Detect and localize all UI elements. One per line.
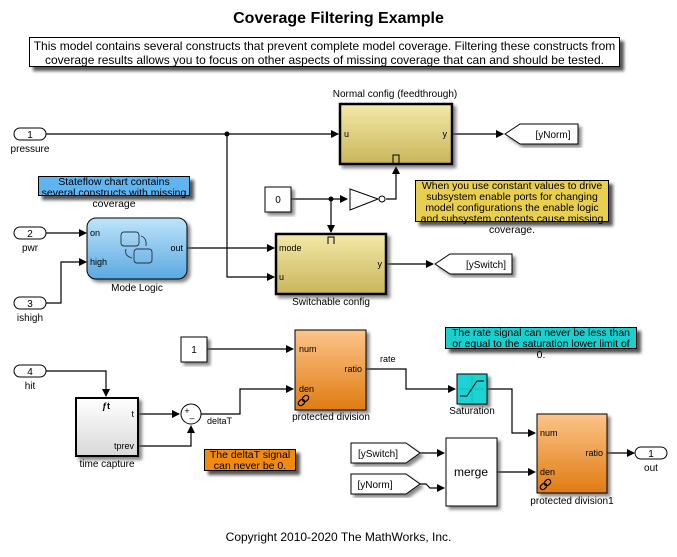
time-capture-block[interactable]: ƒt t tprev time capture: [75, 397, 139, 470]
port-label-num: num: [540, 428, 558, 438]
enable-port-icon: [392, 154, 400, 163]
inport-pressure[interactable]: 1 pressure: [11, 127, 50, 155]
from-tag-label: [ySwitch]: [358, 449, 398, 460]
inport-label: hit: [25, 381, 36, 392]
signal-pressure-to-switchable[interactable]: [226, 134, 275, 281]
library-link-icon: [297, 394, 310, 407]
block-name: protected division: [292, 412, 370, 423]
constant-zero-block[interactable]: 0: [264, 186, 292, 213]
goto-tag-label: [yNorm]: [536, 130, 571, 141]
port-label-tprev: tprev: [114, 441, 135, 451]
port-label-ratio: ratio: [344, 364, 362, 374]
junction-dot: [224, 131, 230, 137]
trigger-port-icon: ƒt: [102, 401, 110, 411]
constant-one-block[interactable]: 1: [180, 336, 208, 363]
diagram-title: Coverage Filtering Example: [233, 10, 444, 27]
signal-not-to-normal-enable[interactable]: [386, 166, 400, 200]
signal-rate[interactable]: [366, 368, 456, 393]
switchable-config-subsystem[interactable]: mode u y Switchable config: [274, 232, 388, 308]
port-label-on: on: [90, 228, 100, 238]
signal-tprev-to-sum[interactable]: [138, 425, 195, 447]
port-label-u: u: [279, 272, 284, 282]
from-ynorm[interactable]: [yNorm]: [350, 473, 421, 495]
sum-block[interactable]: + –: [180, 403, 202, 425]
inport-label: pwr: [22, 243, 39, 254]
port-label-y: y: [443, 129, 448, 139]
from-tag-label: [yNorm]: [358, 480, 393, 491]
plus-sign-icon: +: [184, 406, 189, 416]
protected-division-block[interactable]: num den ratio protected division: [292, 329, 370, 423]
mode-logic-chart[interactable]: on high out Mode Logic: [86, 217, 188, 294]
from-yswitch[interactable]: [ySwitch]: [350, 442, 421, 464]
copyright-text: Copyright 2010-2020 The MathWorks, Inc.: [225, 530, 452, 544]
block-name: Mode Logic: [111, 283, 163, 294]
protected-division1-block[interactable]: num den ratio protected division1: [530, 413, 614, 507]
inport-ishigh[interactable]: 3 ishigh: [13, 296, 47, 324]
junction-dot: [328, 196, 334, 202]
outport-label: out: [644, 463, 658, 474]
stateflow-annotation: Stateflow chart contains several constru…: [38, 176, 190, 210]
block-name: Switchable config: [292, 297, 370, 308]
signal-ynorm-to-merge[interactable]: [420, 483, 445, 492]
inport-label: pressure: [11, 144, 50, 155]
inport-hit[interactable]: 4 hit: [13, 364, 47, 392]
outport-number: 1: [648, 449, 654, 460]
port-label-mode: mode: [279, 243, 302, 253]
goto-ynorm[interactable]: [yNorm]: [504, 123, 579, 145]
outport-out[interactable]: 1 out: [634, 446, 668, 474]
block-name: Normal config (feedthrough): [333, 89, 458, 100]
goto-tag-label: [ySwitch]: [466, 260, 506, 271]
signal-label-rate: rate: [380, 354, 396, 364]
port-label-high: high: [90, 257, 107, 267]
signal-lines: [46, 130, 635, 492]
not-bubble-icon: [378, 195, 386, 203]
enable-port-icon: [327, 236, 335, 244]
deltaT-annotation: The deltaT signal can never be 0.: [204, 449, 296, 472]
port-label-y: y: [378, 259, 383, 269]
constant-value: 0: [275, 195, 281, 206]
description-annotation: This model contains several constructs t…: [29, 37, 620, 67]
port-label-t: t: [131, 409, 134, 419]
goto-yswitch[interactable]: [ySwitch]: [434, 253, 513, 275]
port-label-ratio: ratio: [585, 448, 603, 458]
port-label-out: out: [170, 243, 183, 253]
signal-label-deltaT: deltaT: [207, 416, 233, 426]
inport-label: ishigh: [17, 313, 43, 324]
block-name: merge: [454, 465, 488, 479]
inport-pwr[interactable]: 2 pwr: [13, 226, 47, 254]
signal-deltaT[interactable]: [201, 385, 294, 415]
inport-number: 4: [27, 367, 33, 378]
library-link-icon: [539, 478, 552, 491]
enable-annotation: When you use constant values to drive su…: [415, 180, 609, 236]
constant-value: 1: [191, 345, 197, 356]
signal-hit-to-trigger[interactable]: [46, 370, 110, 397]
port-label-num: num: [299, 344, 317, 354]
rate-annotation: The rate signal can never be less than o…: [445, 327, 637, 361]
minus-sign-icon: –: [189, 413, 194, 423]
stateflow-chart-icon: [120, 231, 153, 264]
port-label-u: u: [344, 129, 349, 139]
normal-config-subsystem[interactable]: Normal config (feedthrough) u y: [333, 89, 458, 166]
signal-ishigh-to-high[interactable]: [46, 258, 87, 304]
port-label-den: den: [299, 384, 314, 394]
saturation-block[interactable]: Saturation: [449, 373, 495, 417]
block-name: Saturation: [449, 406, 495, 417]
inport-number: 1: [27, 130, 33, 141]
block-name: protected division1: [530, 496, 614, 507]
port-label-den: den: [540, 467, 555, 477]
inport-number: 3: [27, 299, 33, 310]
block-name: time capture: [79, 459, 134, 470]
signal-sat-to-num1[interactable]: [487, 388, 536, 437]
logical-not-block[interactable]: [349, 188, 386, 211]
merge-block[interactable]: merge: [445, 437, 498, 507]
inport-number: 2: [27, 229, 33, 240]
